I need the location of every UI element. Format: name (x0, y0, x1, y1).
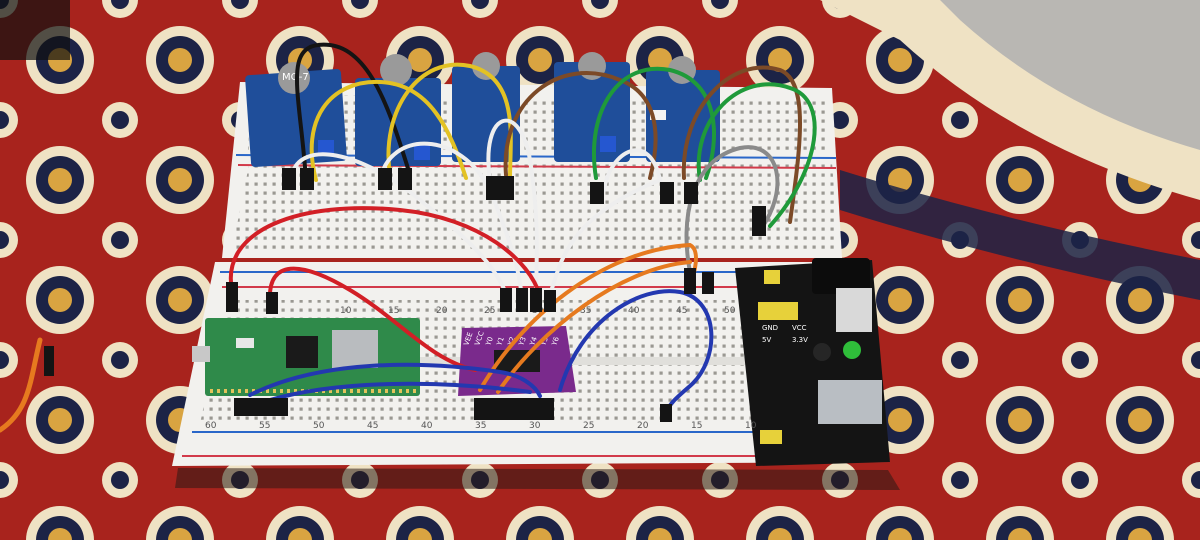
mux-pin-label: Y5 (539, 336, 550, 348)
wire-green-1 (592, 66, 716, 180)
wire-blue-1 (248, 362, 542, 398)
mux-pin-label: Y1 (495, 336, 506, 348)
breadboard-column-number: 50 (313, 421, 325, 431)
breadboard-column-number: 35 (580, 306, 591, 316)
mux-pin-label: Y0 (484, 336, 495, 348)
wire-red-1 (228, 206, 542, 298)
breadboard-column-number: 15 (388, 306, 399, 316)
breadboard-column-number: 35 (475, 421, 486, 431)
wire-white-1 (290, 152, 510, 302)
wire-brown-2 (681, 65, 802, 224)
wire-white-4 (546, 148, 663, 302)
breadboard-column-number: 60 (205, 421, 217, 431)
wire-blue-3 (558, 289, 714, 416)
breadboard-column-number: 20 (436, 306, 448, 316)
wire-black (295, 42, 412, 182)
breadboard-column-number: 55 (259, 421, 270, 431)
mux-pin-label: Y4 (528, 335, 539, 347)
power-module-label: VCC (792, 324, 807, 332)
mux-pin-label: Y6 (550, 335, 561, 347)
power-module-labels: GND VCC 5V 3.3V (762, 324, 808, 344)
breadboard-bottom-numbers: 60 55 50 45 40 35 30 25 20 15 10 (205, 421, 757, 431)
wire-orange-2 (496, 260, 692, 394)
jumper-connectors (44, 168, 766, 422)
breadboard-column-number: 20 (637, 421, 649, 431)
breadboard-column-number: 10 (745, 421, 757, 431)
breadboard-column-number: 40 (628, 306, 640, 316)
power-supply-module: GND VCC 5V 3.3V (735, 258, 890, 466)
breadboard-column-number: 30 (529, 421, 541, 431)
wire-green-2 (696, 82, 817, 228)
rug-dark-corner (0, 0, 70, 60)
wire-orange-cable (0, 337, 43, 433)
breadboard-column-number: 45 (367, 421, 378, 431)
marble-floor (940, 0, 1200, 150)
upper-rail-red (237, 164, 837, 169)
breadboard-column-number: 25 (583, 421, 594, 431)
wire-white-3 (486, 118, 539, 302)
breadboard-column-number: 40 (421, 421, 433, 431)
breadboard-column-number: 50 (724, 306, 736, 316)
pico-w-board (192, 318, 420, 396)
wire-brown-1 (503, 71, 658, 180)
power-module-label: 3.3V (792, 336, 808, 344)
breadboard-column-number: 15 (691, 421, 702, 431)
wire-blue-2 (268, 381, 532, 402)
rug-navy-band (840, 170, 1200, 300)
wire-yellow-1 (309, 79, 468, 182)
wire-red-2 (267, 266, 477, 372)
breadboard-column-number: 45 (676, 306, 687, 316)
jumper-wires (0, 42, 817, 433)
mux-pin-label: Y3 (517, 336, 528, 348)
breadboard-column-number: 10 (340, 306, 352, 316)
wire-orange-1 (478, 242, 698, 392)
power-module-label: 5V (762, 336, 771, 344)
sensor-board-4 (554, 52, 630, 162)
wire-grey (684, 145, 780, 274)
power-module-label: GND (762, 324, 778, 332)
breadboard-column-number: 25 (484, 306, 495, 316)
breadboard-shadow (175, 468, 900, 490)
